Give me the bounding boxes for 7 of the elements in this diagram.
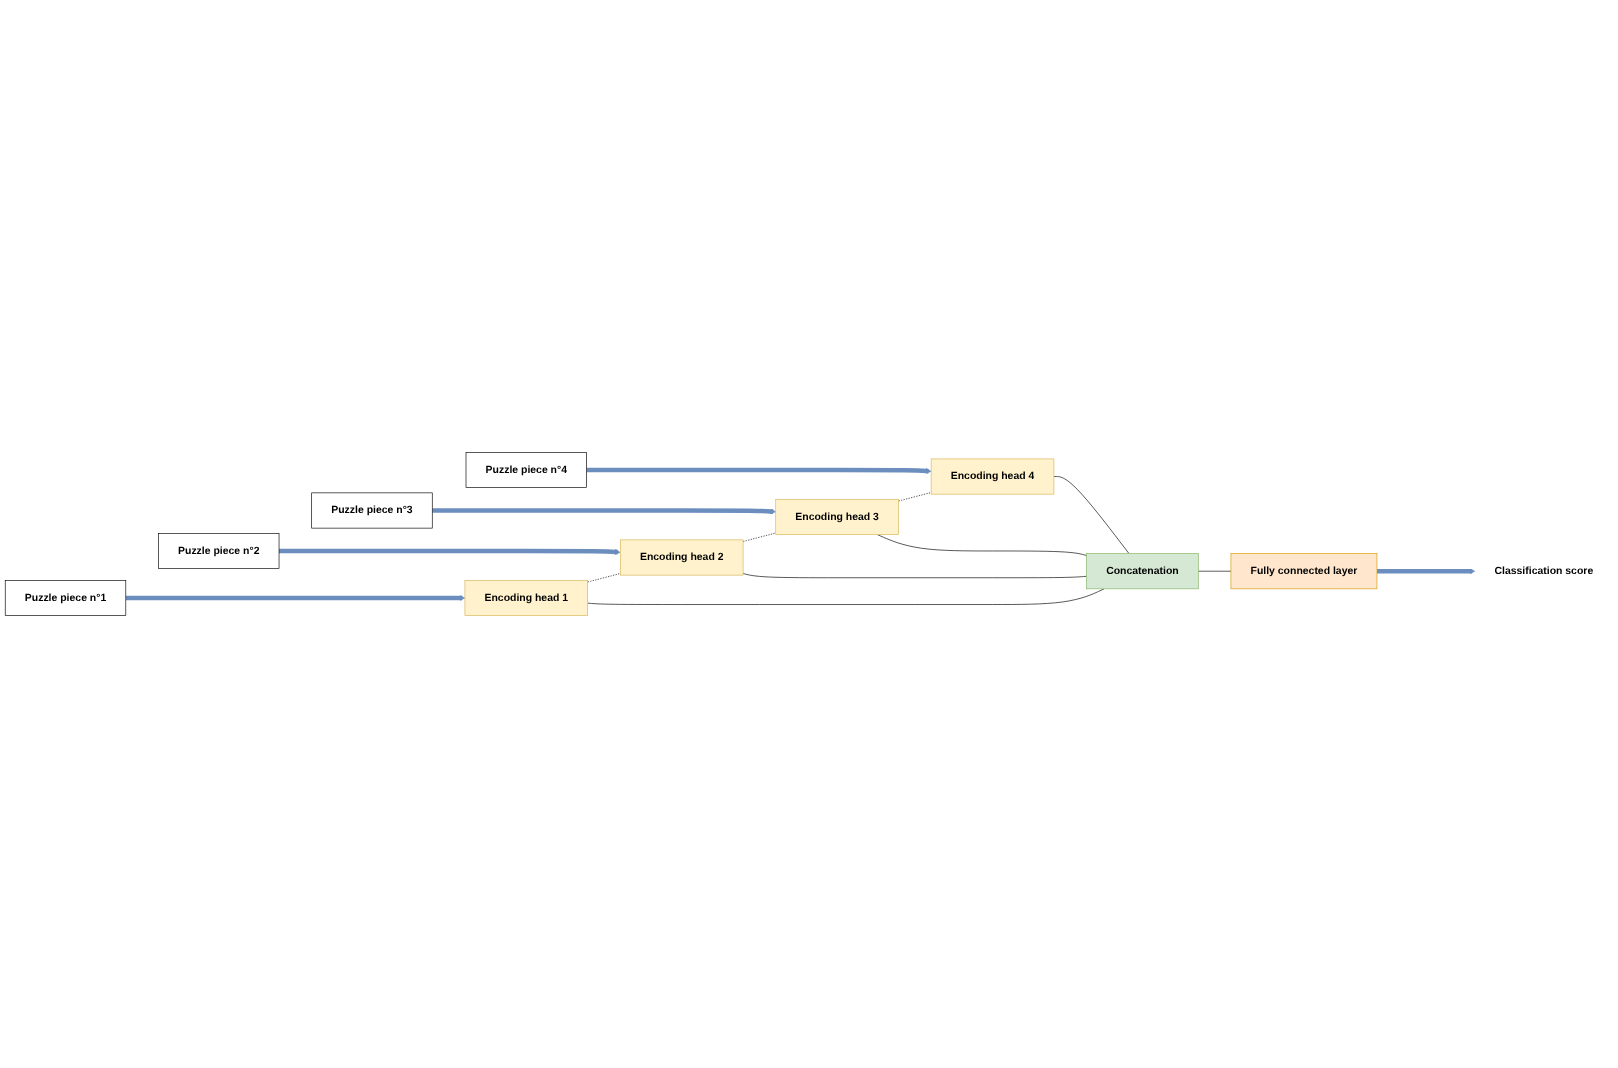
connector xyxy=(742,573,1087,579)
arrow xyxy=(279,548,621,555)
arrow xyxy=(586,467,932,474)
arrow xyxy=(125,595,466,601)
connector xyxy=(587,588,1105,605)
arrow xyxy=(432,508,776,515)
arrow xyxy=(1376,568,1476,575)
